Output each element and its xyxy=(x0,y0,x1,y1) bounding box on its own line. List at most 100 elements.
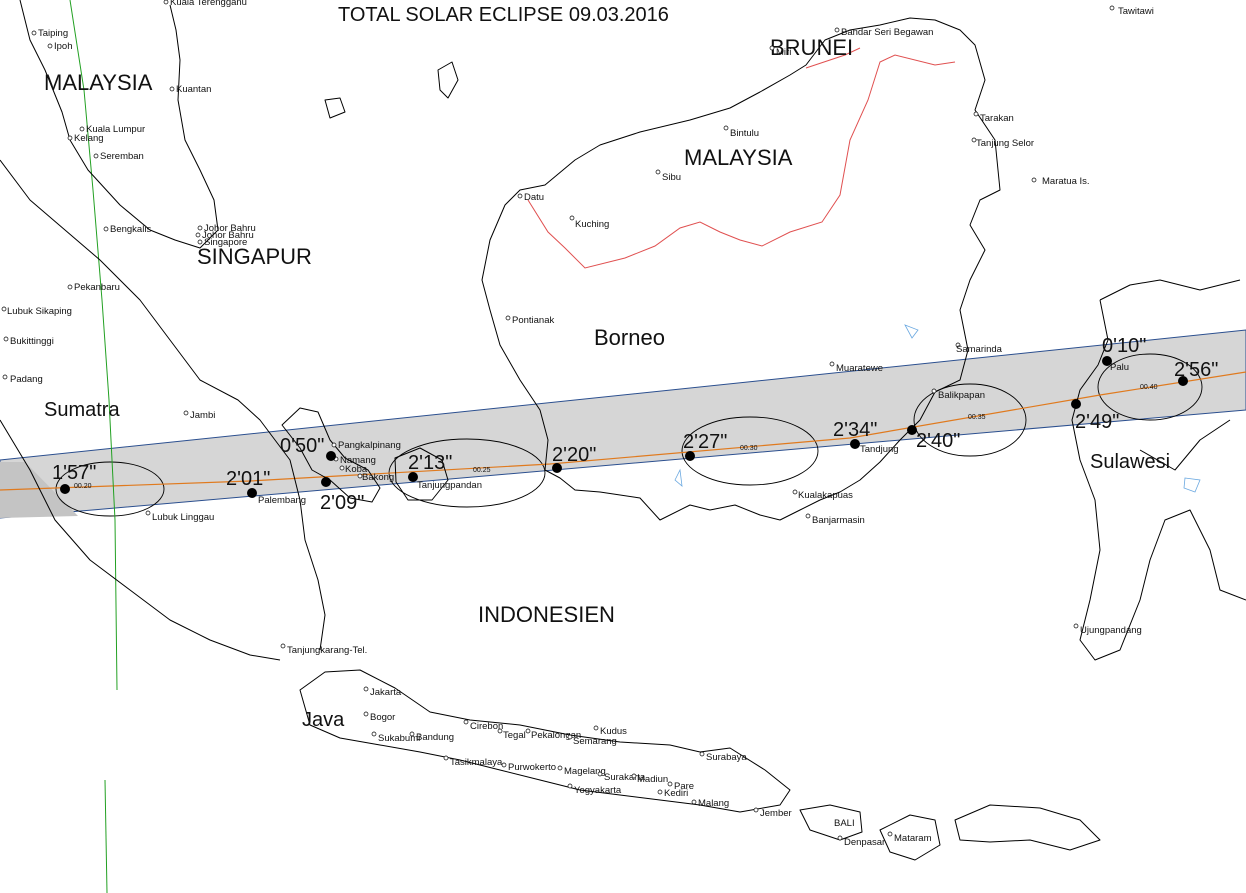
svg-text:Denpasar: Denpasar xyxy=(844,837,885,848)
duration-label-7: 2'34" xyxy=(833,419,877,441)
city-kudus: Kudus xyxy=(593,725,627,737)
svg-text:Pekalongan: Pekalongan xyxy=(531,730,581,741)
city-jember: Jember xyxy=(753,807,792,819)
region-malaysia-east: MALAYSIA xyxy=(684,145,793,170)
map-title: TOTAL SOLAR ECLIPSE 09.03.2016 xyxy=(338,4,669,26)
svg-text:Sibu: Sibu xyxy=(662,172,681,183)
shadow-ellipse-0030 xyxy=(681,416,819,486)
shadow-ellipse-0040 xyxy=(1097,353,1203,421)
duration-dot-5 xyxy=(552,463,562,473)
duration-points xyxy=(60,356,1188,498)
city-yogyakarta: Yogyakarta xyxy=(567,783,622,796)
svg-text:Bogor: Bogor xyxy=(370,712,395,723)
svg-text:Yogyakarta: Yogyakarta xyxy=(574,785,622,796)
brunei-border xyxy=(805,47,861,69)
city-pekanbaru: Pekanbaru xyxy=(67,282,120,293)
svg-text:Pare: Pare xyxy=(674,781,694,792)
duration-dot-2 xyxy=(326,451,336,461)
svg-text:Surabaya: Surabaya xyxy=(706,752,747,763)
city-koba: Koba xyxy=(339,464,368,475)
svg-text:Kuala Lumpur: Kuala Lumpur xyxy=(86,124,145,135)
city-ipoh: Ipoh xyxy=(47,41,73,52)
svg-text:Namang: Namang xyxy=(340,455,376,466)
coast-sulawesi xyxy=(1071,279,1246,661)
svg-text:Johor Bahru: Johor Bahru xyxy=(204,223,256,234)
svg-text:Tanjungkarang-Tel.: Tanjungkarang-Tel. xyxy=(287,645,367,656)
coast-island-a xyxy=(437,61,459,99)
svg-text:Pontianak: Pontianak xyxy=(512,315,555,326)
city-kuching: Kuching xyxy=(569,215,609,230)
svg-text:Kudus: Kudus xyxy=(600,726,627,737)
svg-text:Malang: Malang xyxy=(698,798,729,809)
city-tawitawi: Tawitawi xyxy=(1109,5,1154,17)
svg-text:Bukittinggi: Bukittinggi xyxy=(10,336,54,347)
duration-label-5: 2'20" xyxy=(552,444,596,466)
svg-text:Kediri: Kediri xyxy=(664,788,688,799)
svg-text:Bandung: Bandung xyxy=(416,732,454,743)
svg-text:Palu: Palu xyxy=(1110,362,1129,373)
city-pekalongan: Pekalongan xyxy=(525,728,581,741)
city-tanjungpandan: Tanjungpandan xyxy=(417,480,482,491)
region-indonesien: INDONESIEN xyxy=(478,602,615,627)
city-padang: Padang xyxy=(2,374,43,385)
coast-island-b xyxy=(324,97,346,119)
svg-text:Pekanbaru: Pekanbaru xyxy=(74,282,120,293)
lake-c xyxy=(674,468,683,487)
svg-text:Kualakapuas: Kualakapuas xyxy=(798,490,853,501)
svg-text:Taiping: Taiping xyxy=(38,28,68,39)
city-malang: Malang xyxy=(691,798,729,809)
duration-label-4: 2'13" xyxy=(408,452,452,474)
time-mark-0035: 00.35 xyxy=(968,414,986,421)
svg-text:Jakarta: Jakarta xyxy=(370,687,402,698)
region-brunei: BRUNEI xyxy=(770,35,853,60)
svg-text:Magelang: Magelang xyxy=(564,766,606,777)
city-surakarta: Surakarta xyxy=(597,771,646,783)
duration-label-2: 0'50" xyxy=(280,435,324,457)
city-madiun: Madiun xyxy=(631,773,668,785)
coast-bali xyxy=(799,804,863,841)
svg-text:Bengkalis: Bengkalis xyxy=(110,224,151,235)
svg-text:Datu: Datu xyxy=(524,192,544,203)
coast-bangka xyxy=(281,407,381,503)
svg-text:Tandjung: Tandjung xyxy=(860,444,899,455)
svg-text:Lubuk Linggau: Lubuk Linggau xyxy=(152,512,214,523)
duration-dot-7 xyxy=(850,439,860,449)
svg-text:Cirebon: Cirebon xyxy=(470,721,503,732)
svg-text:BALI: BALI xyxy=(834,818,855,829)
svg-text:Pangkalpinang: Pangkalpinang xyxy=(338,440,401,451)
coast-lombok xyxy=(879,814,941,861)
duration-dot-8 xyxy=(907,425,917,435)
svg-text:Muaratewe: Muaratewe xyxy=(836,363,883,374)
city-sukabumi: Sukabumi xyxy=(371,731,420,744)
svg-text:Johor Bahru: Johor Bahru xyxy=(202,230,254,241)
city-bandar-seri-begawan: Bandar Seri Begawan xyxy=(834,27,933,38)
lake-a xyxy=(904,324,919,339)
city-tandjung: Tandjung xyxy=(860,444,899,455)
svg-text:Kuching: Kuching xyxy=(575,219,609,230)
city-balikpapan: Balikpapan xyxy=(931,388,985,401)
borneo-border xyxy=(527,54,956,269)
city-pontianak: Pontianak xyxy=(505,315,555,326)
cities: Kuala Terengganu Taiping Ipoh Kuantan Ku… xyxy=(1,0,1154,848)
duration-dot-6 xyxy=(685,451,695,461)
totality-band xyxy=(0,329,1246,519)
coast-belitung xyxy=(394,447,449,501)
city-bakong: Bakong xyxy=(357,472,394,483)
city-surabaya: Surabaya xyxy=(699,751,747,763)
city-pangkalpinang: Pangkalpinang xyxy=(331,440,401,451)
svg-text:Koba: Koba xyxy=(345,464,368,475)
time-mark-0030: 00.30 xyxy=(740,445,758,452)
city-kediri: Kediri xyxy=(657,788,688,799)
svg-text:Banjarmasin: Banjarmasin xyxy=(812,515,865,526)
svg-text:Kuantan: Kuantan xyxy=(176,84,211,95)
svg-text:Tawitawi: Tawitawi xyxy=(1118,6,1154,17)
region-singapur: SINGAPUR xyxy=(197,244,312,269)
meridian-line-lower xyxy=(104,779,108,893)
city-semarang: Semarang xyxy=(567,734,617,747)
city-bukittinggi: Bukittinggi xyxy=(3,336,54,347)
coast-sumbawa xyxy=(954,804,1101,851)
city-pare: Pare xyxy=(667,781,694,792)
city-jambi: Jambi xyxy=(183,410,215,421)
coast-malay-peninsula xyxy=(19,0,219,249)
